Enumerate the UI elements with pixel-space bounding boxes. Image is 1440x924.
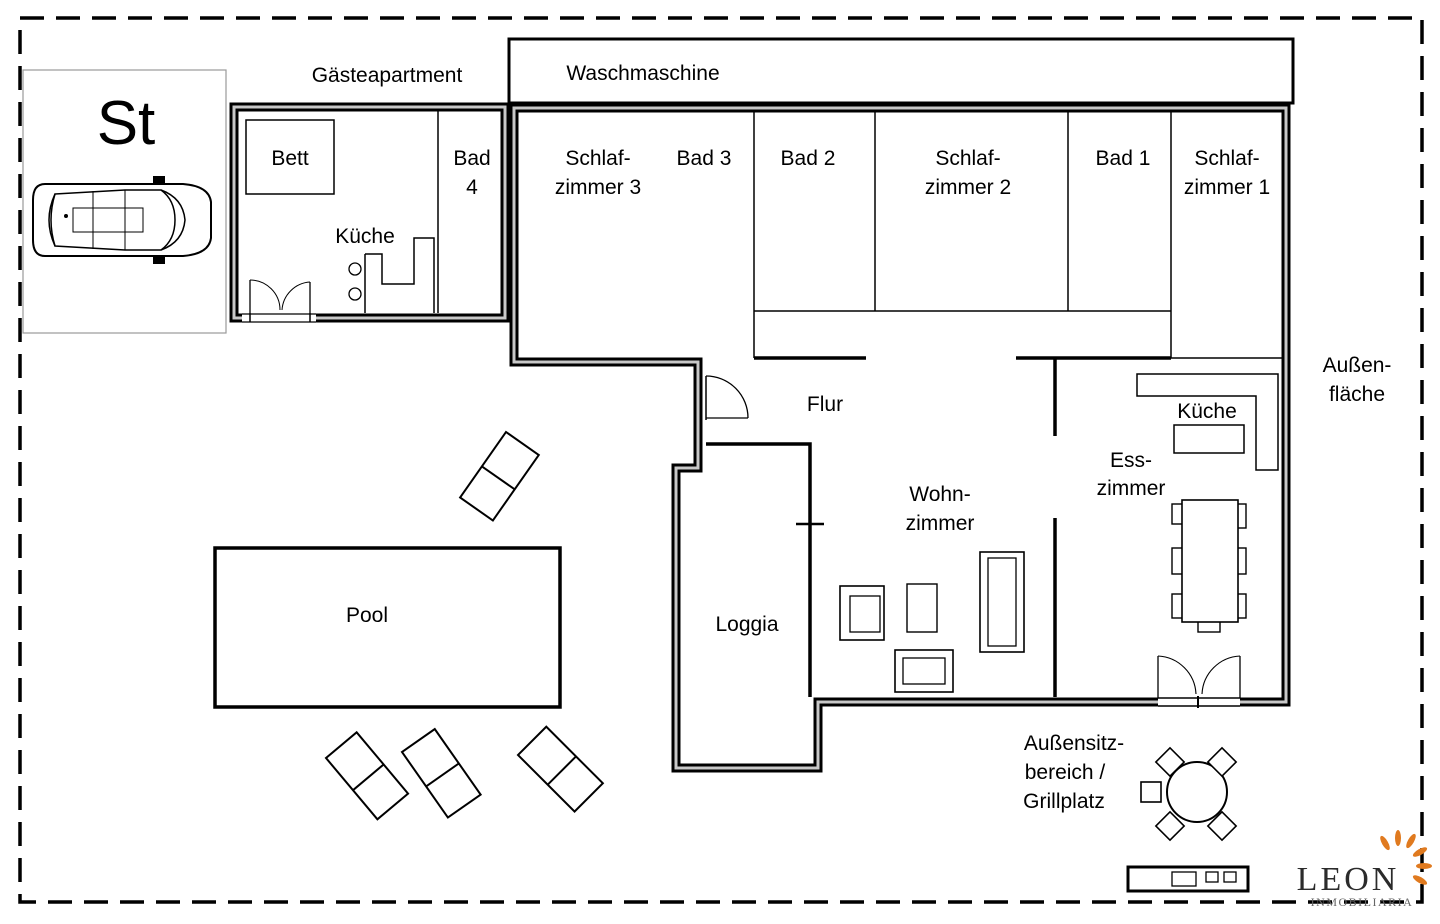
round-table-icon [1140, 747, 1237, 841]
property-boundary [18, 16, 1424, 904]
bath1-label: Bad 1 [1096, 147, 1151, 170]
washing-machine-label: Waschmaschine [566, 62, 719, 85]
bedroom3-label-line2: zimmer 3 [555, 176, 641, 199]
hallway-label: Flur [807, 393, 843, 416]
kitchen-label: Küche [1177, 400, 1237, 423]
bath4-label-line2: 4 [466, 176, 478, 199]
bedroom2-label-line1: Schlaf- [935, 147, 1000, 170]
sun-rays-icon [1380, 830, 1432, 885]
guest-kitchen-label: Küche [335, 225, 395, 248]
seating-label-line3: Grillplatz [1023, 790, 1105, 813]
entrance-door-icon [705, 375, 749, 420]
guest-door-icon [242, 279, 316, 323]
bed-icon [245, 119, 335, 195]
laundry-strip [507, 37, 1295, 105]
grill-icon [1126, 865, 1250, 893]
loggia-label: Loggia [715, 613, 778, 636]
logo-subtitle: INMOBILIARIA [1311, 895, 1414, 909]
pool [213, 546, 562, 709]
armchair-icon [839, 585, 885, 641]
living-label-line2: zimmer [906, 512, 975, 535]
seating-label-line2: bereich / [1025, 761, 1106, 784]
car-icon [32, 176, 212, 264]
kitchenette-icon [348, 237, 435, 313]
bath2-label: Bad 2 [781, 147, 836, 170]
sun-lounger-icon [325, 731, 410, 821]
sun-lounger-icon [517, 725, 604, 813]
bedroom3-label-line1: Schlaf- [565, 147, 630, 170]
bedroom1-label-line2: zimmer 1 [1184, 176, 1270, 199]
outdoor-label-line1: Außen- [1323, 354, 1392, 377]
guest-apartment-label: Gästeapartment [312, 64, 463, 87]
coffee-table-icon [906, 583, 938, 633]
bedroom1-label-line1: Schlaf- [1194, 147, 1259, 170]
terrace-door-icon [1157, 655, 1241, 708]
bed-label: Bett [271, 147, 309, 170]
parking-label: St [97, 89, 156, 158]
sun-lounger-icon [459, 431, 540, 522]
bedroom2-label-line2: zimmer 2 [925, 176, 1011, 199]
bath4-label-line1: Bad [453, 147, 490, 170]
dining-label-line1: Ess- [1110, 449, 1152, 472]
bath3-label: Bad 3 [677, 147, 732, 170]
logo-name: LEON [1297, 861, 1400, 898]
outdoor-label-line2: fläche [1329, 383, 1385, 406]
seating-label-line1: Außensitz- [1024, 732, 1124, 755]
sun-lounger-icon [401, 728, 482, 819]
pool-label: Pool [346, 604, 388, 627]
dining-table-icon [1171, 499, 1247, 633]
living-label-line1: Wohn- [909, 483, 970, 506]
armchair-icon [894, 649, 954, 693]
interior-walls [706, 112, 1282, 697]
dining-label-line2: zimmer [1097, 477, 1166, 500]
kitchen-counter-icon [1136, 373, 1279, 471]
brand-logo: LEON INMOBILIARIA [1297, 830, 1432, 909]
sofa-icon [979, 551, 1025, 653]
